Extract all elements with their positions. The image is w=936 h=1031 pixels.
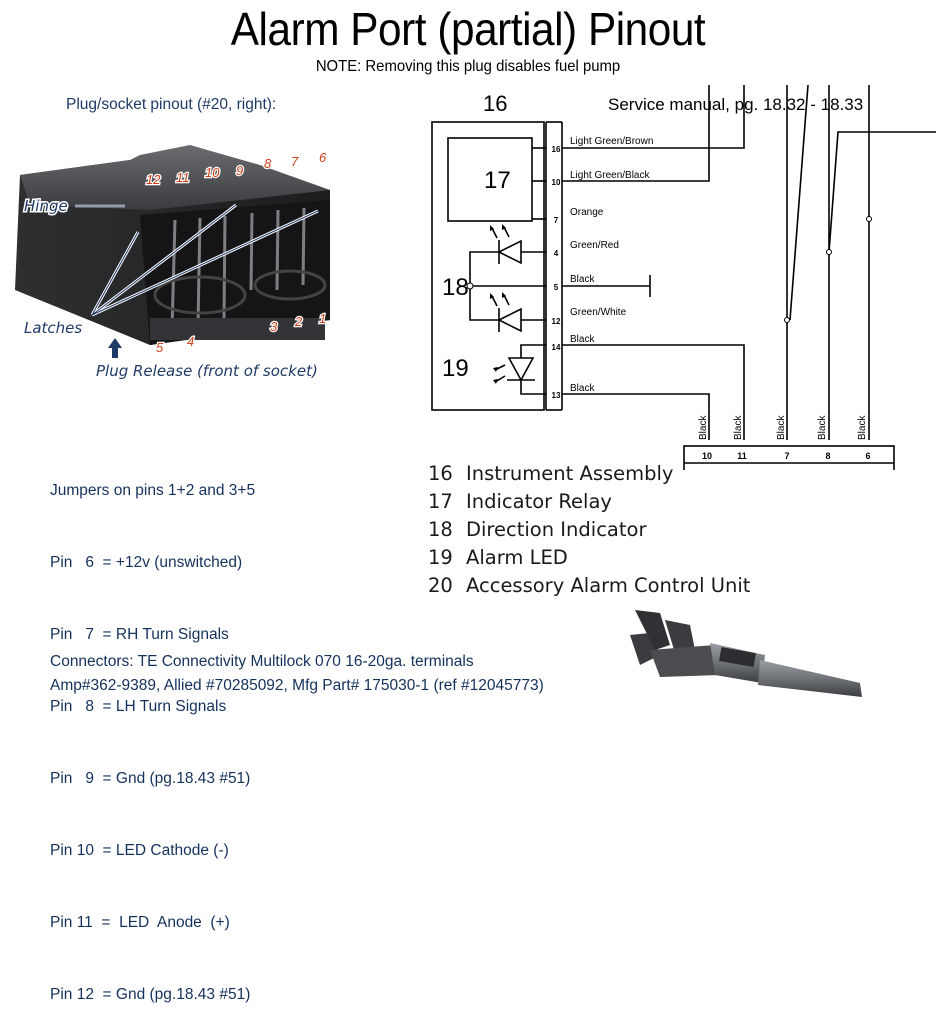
wire-label: Black xyxy=(570,383,595,394)
wiring-schematic: 16 17 18 19 16 10 7 4 5 12 14 13 Light G… xyxy=(431,84,936,470)
unit-wire-label: Black xyxy=(817,415,828,440)
alarm-control-unit-box xyxy=(683,445,895,470)
unit-wire-label: Black xyxy=(698,415,709,440)
legend-text: Indicator Relay xyxy=(466,490,612,513)
wire-label: Green/White xyxy=(570,307,627,318)
alarm-led-label: 19 xyxy=(442,355,469,382)
hinge-callout: Hinge xyxy=(23,196,125,217)
legend-item: 17 Indicator Relay xyxy=(428,488,750,516)
wire-label: Orange xyxy=(570,207,604,218)
wire-label: Green/Red xyxy=(570,240,619,251)
legend-number: 19 xyxy=(428,546,453,569)
pin-number: 7 xyxy=(291,154,299,169)
pin-number: 8 xyxy=(264,156,272,171)
wire-label: Light Green/Black xyxy=(570,170,650,181)
pin-number: 6 xyxy=(319,150,327,165)
service-manual-reference: Service manual, pg. 18.32 - 18.33 xyxy=(608,95,863,114)
pin-label: 13 xyxy=(552,391,561,400)
pin-note: Pin 6 = +12v (unswitched) xyxy=(50,554,243,571)
unit-wire-label: Black xyxy=(857,415,868,440)
pin-number: 11 xyxy=(176,170,190,185)
unit-pin-label: 6 xyxy=(865,451,870,461)
pin-number: 9 xyxy=(236,163,243,178)
indicator-relay-box xyxy=(447,137,533,222)
plug-photo: Hinge Latches Plug Release (front of soc… xyxy=(15,145,330,380)
pin-number: 2 xyxy=(294,314,303,329)
pin-label: 16 xyxy=(552,145,561,154)
legend-text: Accessory Alarm Control Unit xyxy=(466,574,751,597)
pin-label: 14 xyxy=(552,343,561,352)
legend-number: 17 xyxy=(428,490,453,513)
fuel-pump-note: NOTE: Removing this plug disables fuel p… xyxy=(315,58,621,75)
page-title: Alarm Port (partial) Pinout xyxy=(230,3,706,55)
legend-number: 18 xyxy=(428,518,453,541)
pin-number: 3 xyxy=(270,319,278,334)
legend-number: 16 xyxy=(428,462,453,485)
indicator-relay-label: 17 xyxy=(484,167,511,194)
connector-info: Connectors: TE Connectivity Multilock 07… xyxy=(50,650,544,698)
terminal-pin-image xyxy=(630,610,862,697)
pin-note: Pin 9 = Gnd (pg.18.43 #51) xyxy=(50,770,251,787)
pin-number: 5 xyxy=(156,340,164,355)
jumpers-note: Jumpers on pins 1+2 and 3+5 xyxy=(50,482,256,499)
pin-label: 10 xyxy=(552,178,561,187)
pin-number: 4 xyxy=(187,334,194,349)
legend-text: Direction Indicator xyxy=(466,518,647,541)
pin-note: Pin 12 = Gnd (pg.18.43 #51) xyxy=(50,986,251,1003)
pin-note: Pin 8 = LH Turn Signals xyxy=(50,698,227,715)
pin-label: 5 xyxy=(554,283,559,292)
connector-info-line: Amp#362-9389, Allied #70285092, Mfg Part… xyxy=(50,677,544,694)
legend-item: 16 Instrument Assembly xyxy=(428,460,750,488)
pin-number: 1 xyxy=(319,311,326,326)
unit-pin-label: 7 xyxy=(784,451,789,461)
pin-note: Pin 7 = RH Turn Signals xyxy=(50,626,229,643)
wire-label: Light Green/Brown xyxy=(570,136,653,147)
pin-number: 10 xyxy=(205,165,220,180)
unit-pin-label: 8 xyxy=(825,451,830,461)
connector-info-line: Connectors: TE Connectivity Multilock 07… xyxy=(50,653,474,670)
hinge-label: Hinge xyxy=(24,197,68,215)
unit-wire-label: Black xyxy=(733,415,744,440)
legend-item: 20 Accessory Alarm Control Unit xyxy=(428,572,750,600)
pin-label: 7 xyxy=(554,216,559,225)
legend-item: 19 Alarm LED xyxy=(428,544,750,572)
plug-release-label: Plug Release (front of socket) xyxy=(96,362,318,380)
pin-notes: Jumpers on pins 1+2 and 3+5 Pin 6 = +12v… xyxy=(50,431,255,1031)
wire-label: Black xyxy=(570,334,595,345)
pin-label: 4 xyxy=(554,249,559,258)
pin-number: 12 xyxy=(146,172,161,187)
plug-photo-caption: Plug/socket pinout (#20, right): xyxy=(66,96,277,113)
direction-indicator-label: 18 xyxy=(442,274,469,301)
plug-release-arrow-icon xyxy=(108,338,122,358)
unit-pin-label: 10 xyxy=(702,451,712,461)
legend-text: Instrument Assembly xyxy=(466,462,674,485)
legend-text: Alarm LED xyxy=(466,546,568,569)
pin-note: Pin 11 = LED Anode (+) xyxy=(50,914,230,931)
instrument-assembly-label: 16 xyxy=(483,91,507,116)
wire-label: Black xyxy=(570,274,595,285)
pin-label: 12 xyxy=(552,317,561,326)
instrument-assembly-box xyxy=(431,121,545,411)
legend-item: 18 Direction Indicator xyxy=(428,516,750,544)
pin-note: Pin 10 = LED Cathode (-) xyxy=(50,842,229,859)
unit-pin-label: 11 xyxy=(737,451,747,461)
legend-number: 20 xyxy=(428,574,453,597)
unit-wire-label: Black xyxy=(776,415,787,440)
latches-label: Latches xyxy=(24,319,82,337)
